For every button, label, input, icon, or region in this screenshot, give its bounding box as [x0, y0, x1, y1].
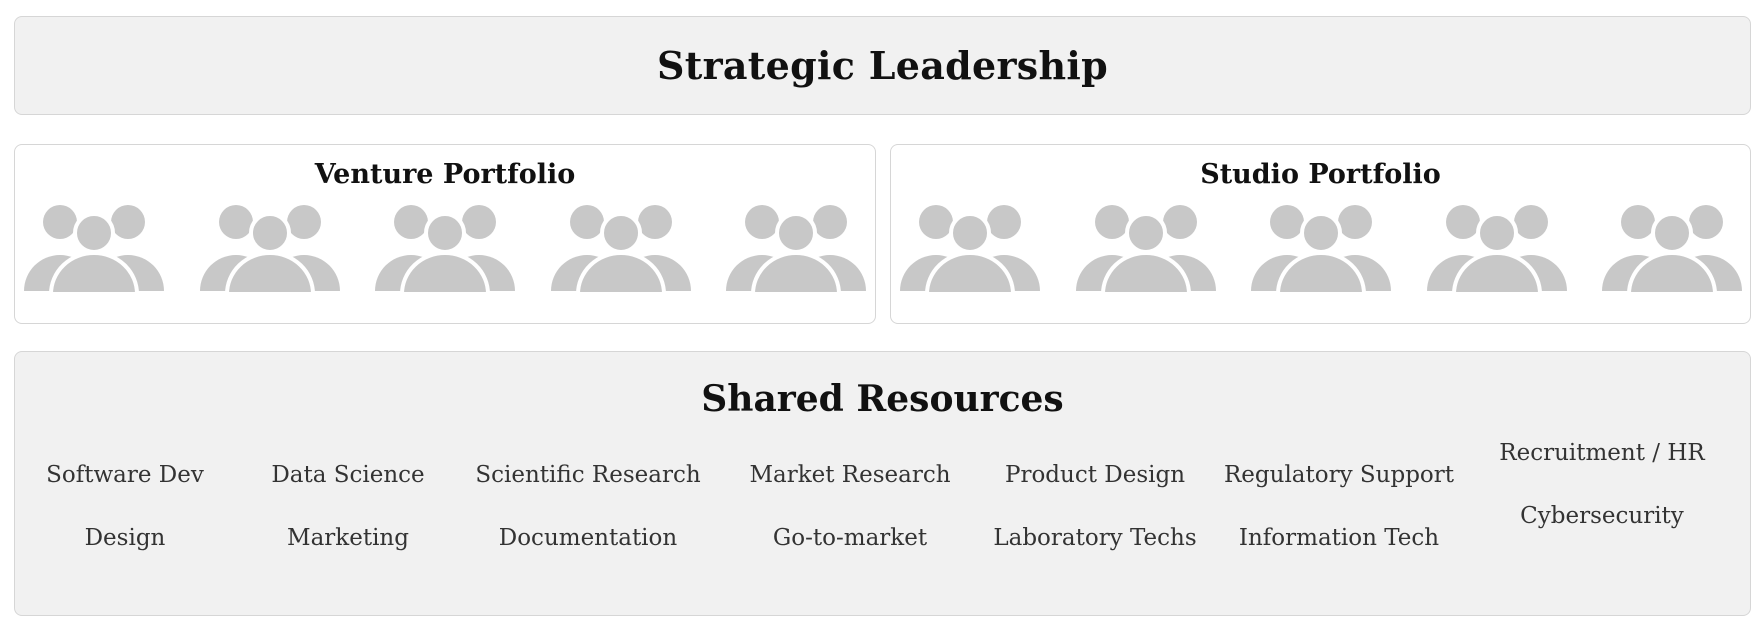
resource-column: Recruitment / HR Cybersecurity — [1499, 438, 1704, 564]
resource-item: Software Dev — [46, 462, 204, 488]
venture-portfolio-box: Venture Portfolio — [14, 144, 876, 324]
venture-team-icon — [24, 203, 164, 296]
resource-item: Design — [84, 525, 166, 551]
studio-team-icon — [1426, 203, 1567, 296]
resource-item: Data Science — [271, 462, 425, 488]
resource-item: Laboratory Techs — [993, 525, 1197, 551]
resource-item: Documentation — [498, 525, 678, 551]
studio-team-icon — [1602, 203, 1742, 296]
venture-portfolio-title: Venture Portfolio — [314, 159, 576, 190]
venture-team-icon — [550, 203, 691, 296]
venture-team-icon — [375, 203, 515, 296]
resource-item: Information Tech — [1238, 525, 1440, 551]
shared-resources-title: Shared Resources — [701, 378, 1064, 420]
resource-item: Marketing — [287, 525, 409, 551]
resource-item: Scientific Research — [475, 462, 701, 488]
resource-item: Go-to-market — [772, 525, 928, 551]
resource-item: Cybersecurity — [1520, 503, 1684, 529]
venture-team-icon — [199, 203, 340, 296]
resource-item: Product Design — [1004, 462, 1186, 488]
studio-portfolio-box: Studio Portfolio — [890, 144, 1751, 324]
studio-portfolio-title: Studio Portfolio — [1200, 159, 1441, 190]
resource-item: Regulatory Support — [1223, 462, 1455, 488]
resource-item: Market Research — [749, 462, 951, 488]
studio-team-icon — [1075, 203, 1216, 296]
strategic-leadership-title: Strategic Leadership — [656, 43, 1109, 88]
resource-item: Recruitment / HR — [1499, 440, 1705, 466]
studio-team-icon — [1251, 203, 1391, 296]
strategic-leadership-box: Strategic Leadership — [14, 16, 1751, 115]
venture-team-icon — [726, 203, 866, 296]
studio-team-icon — [900, 203, 1040, 296]
